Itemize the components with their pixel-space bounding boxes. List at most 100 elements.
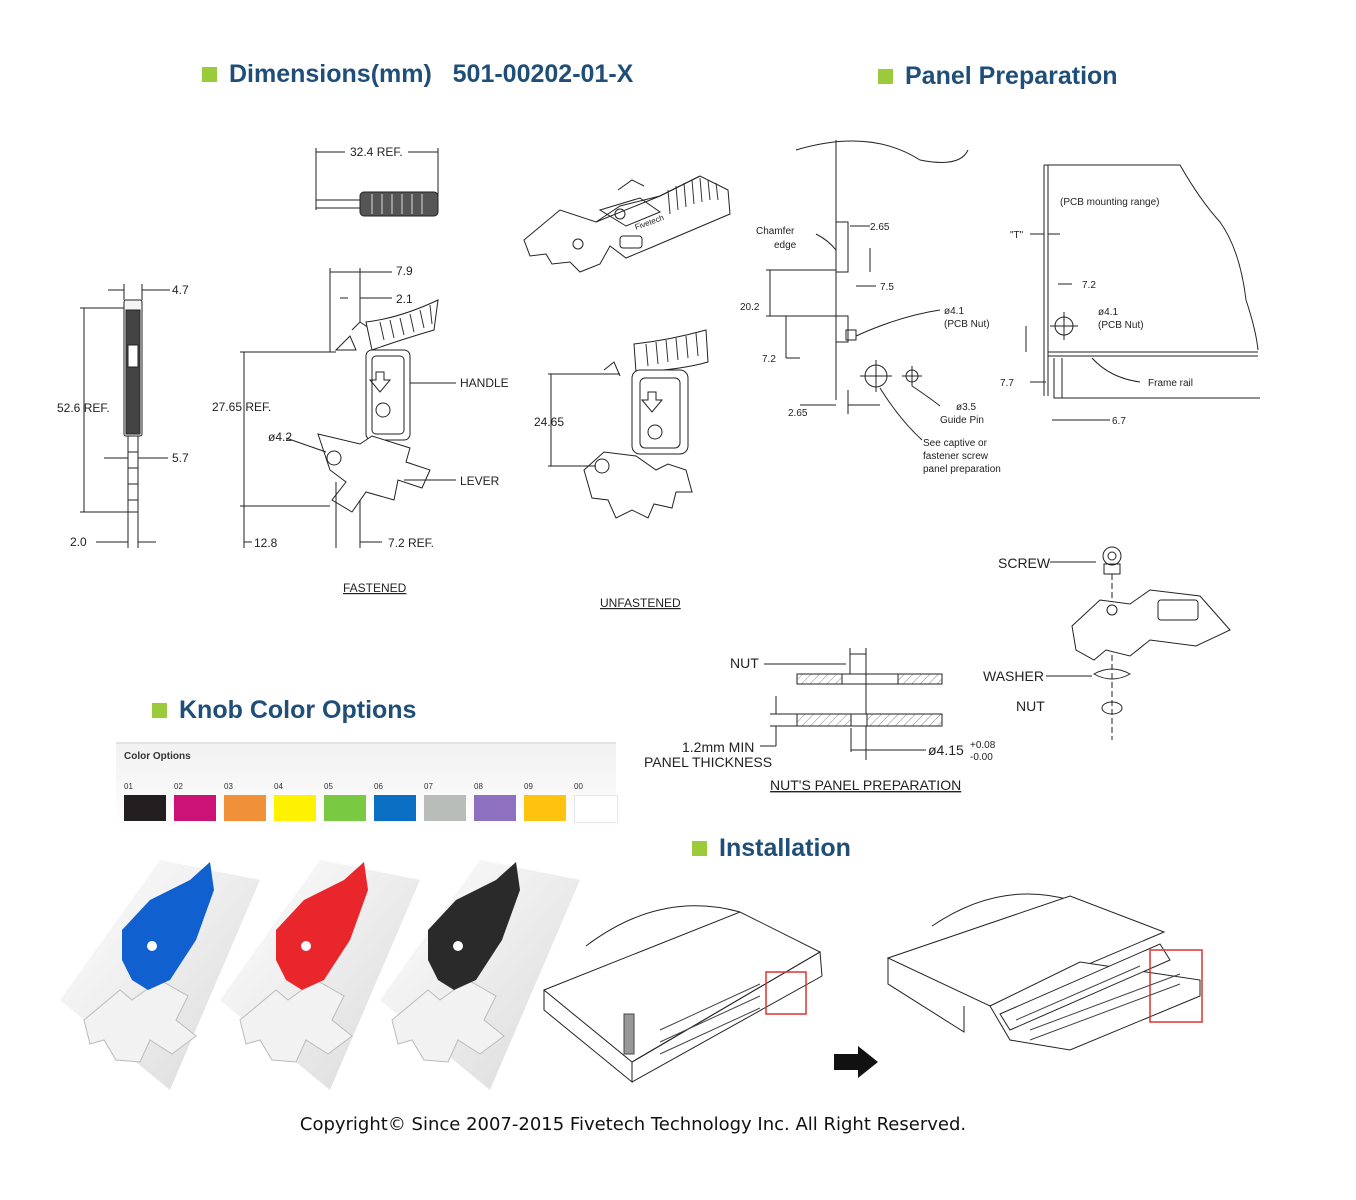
panel-label: 7.2 <box>1082 280 1096 291</box>
panel-label: Frame rail <box>1148 378 1193 389</box>
dim-label: 32.4 REF. <box>350 145 403 159</box>
swatch-chip <box>224 795 266 821</box>
installation-after <box>886 893 1203 1051</box>
swatch-code: 03 <box>224 782 233 791</box>
dim-label: 5.7 <box>172 451 189 465</box>
panel-label: 7.2 <box>762 354 776 365</box>
heading-knob-color-options: Knob Color Options <box>152 696 416 725</box>
swatch-chip <box>174 795 216 821</box>
latch-side-view <box>80 284 170 548</box>
color-swatch: 00 <box>574 782 618 823</box>
knob-renders <box>60 860 580 1090</box>
color-options-title: Color Options <box>124 751 191 762</box>
color-swatch: 05 <box>324 782 366 823</box>
panel-label: See captive or <box>923 438 988 449</box>
swatch-chip <box>374 795 416 821</box>
swatch-code: 02 <box>174 782 183 791</box>
color-swatch: 07 <box>424 782 466 823</box>
dim-label: 2.1 <box>396 292 413 306</box>
swatch-chip <box>474 795 516 821</box>
bullet-square-icon <box>878 69 893 84</box>
swatch-chip <box>574 795 618 823</box>
exploded-fastener-view <box>1046 546 1231 740</box>
tolerance-minus: -0.00 <box>970 752 993 763</box>
knob-color-options-title: Knob Color Options <box>179 696 417 724</box>
panel-label: ø4.1 <box>1098 307 1118 318</box>
color-swatch: 04 <box>274 782 316 823</box>
swatch-chip <box>274 795 316 821</box>
nut-label: NUT <box>730 655 759 671</box>
exploded-label: NUT <box>1016 698 1045 714</box>
knob-render-blue <box>83 862 214 1063</box>
color-options-palette: Color Options 01 02 03 04 05 06 07 08 09… <box>116 742 618 830</box>
color-swatch: 09 <box>524 782 566 823</box>
panel-label: 7.7 <box>1000 378 1014 389</box>
panel-prep-right <box>1025 164 1260 421</box>
nut-panel-preparation <box>760 648 943 760</box>
panel-label: ø3.5 <box>956 402 976 413</box>
panel-label: 6.7 <box>1112 416 1126 427</box>
knob-render-red <box>239 862 368 1063</box>
color-swatch: 02 <box>174 782 216 823</box>
heading-panel-preparation: Panel Preparation <box>878 62 1118 91</box>
caption-nut-panel: NUT'S PANEL PREPARATION <box>770 777 961 793</box>
panel-label: 2.65 <box>870 222 890 233</box>
heading-installation: Installation <box>692 834 851 863</box>
tolerance-plus: +0.08 <box>970 740 996 751</box>
install-arrow-icon <box>834 1046 878 1078</box>
color-swatch: 08 <box>474 782 516 823</box>
panel-label: Guide Pin <box>940 415 984 426</box>
bullet-square-icon <box>152 703 167 718</box>
callout-label: LEVER <box>460 474 500 488</box>
panel-label: 2.65 <box>788 408 808 419</box>
swatch-chip <box>124 795 166 821</box>
dimensions-title: Dimensions(mm) 501-00202-01-X <box>229 60 634 88</box>
dim-label: 52.6 REF. <box>57 401 110 415</box>
swatch-code: 04 <box>274 782 283 791</box>
dim-label: 24.65 <box>534 415 564 429</box>
dim-label: 2.0 <box>70 535 87 549</box>
panel-label: edge <box>774 240 797 251</box>
latch-top-view <box>315 148 439 217</box>
dim-label: 27.65 REF. <box>212 400 271 414</box>
panel-label: panel preparation <box>923 464 1001 475</box>
latch-isometric-view <box>523 175 731 273</box>
panel-label: 20.2 <box>740 302 760 313</box>
dim-label: 7.9 <box>396 264 413 278</box>
color-swatch: 01 <box>124 782 166 823</box>
caption-unfastened: UNFASTENED <box>600 596 681 610</box>
color-swatch: 03 <box>224 782 266 823</box>
panel-label: ø4.1 <box>944 306 964 317</box>
hole-diameter-label: ø4.15 <box>928 742 964 758</box>
swatch-code: 09 <box>524 782 533 791</box>
bullet-square-icon <box>692 841 707 856</box>
dim-label: 4.7 <box>172 283 189 297</box>
callout-label: HANDLE <box>460 376 509 390</box>
swatch-chip <box>424 795 466 821</box>
installation-before <box>543 905 823 1084</box>
knob-render-black <box>391 862 520 1063</box>
swatch-chip <box>524 795 566 821</box>
swatch-code: 08 <box>474 782 483 791</box>
panel-label: Chamfer <box>756 226 795 237</box>
heading-dimensions: Dimensions(mm) 501-00202-01-X <box>202 60 633 89</box>
color-swatch: 06 <box>374 782 416 823</box>
swatch-code: 07 <box>424 782 433 791</box>
dim-label: ø4.2 <box>268 430 292 444</box>
panel-thickness-label: PANEL THICKNESS <box>644 754 772 770</box>
panel-label: fastener screw <box>923 451 989 462</box>
panel-label: (PCB Nut) <box>944 319 990 330</box>
caption-fastened: FASTENED <box>343 581 407 595</box>
swatch-code: 01 <box>124 782 133 791</box>
swatch-code: 05 <box>324 782 333 791</box>
panel-preparation-title: Panel Preparation <box>905 62 1118 90</box>
min-thickness-label: 1.2mm MIN <box>682 739 754 755</box>
installation-title: Installation <box>719 834 851 862</box>
panel-label: (PCB Nut) <box>1098 320 1144 331</box>
dim-label: 7.2 REF. <box>388 536 434 550</box>
exploded-label: SCREW <box>998 555 1051 571</box>
dim-label: 12.8 <box>254 536 278 550</box>
latch-fastened-view <box>240 268 456 548</box>
swatch-chip <box>324 795 366 821</box>
